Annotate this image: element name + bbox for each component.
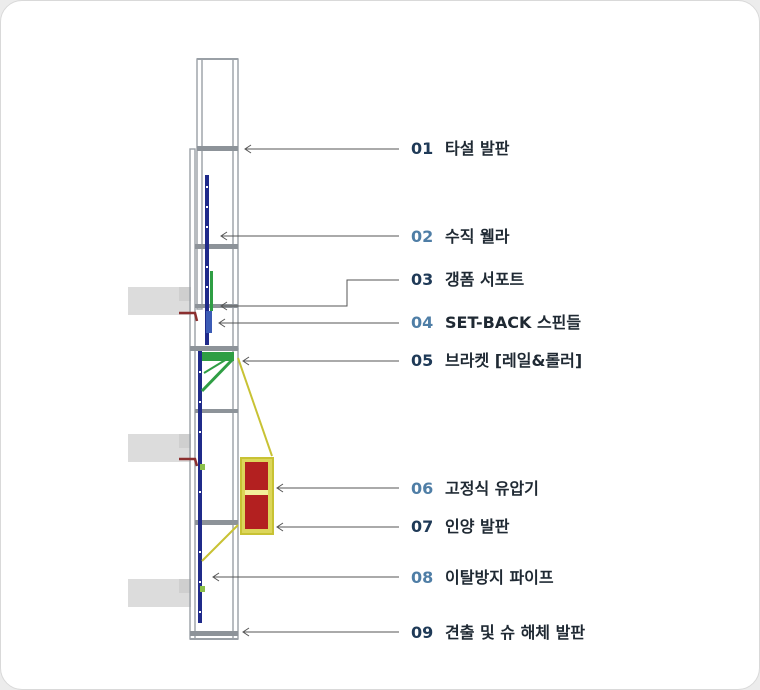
- wall-slab: [179, 287, 191, 301]
- label-number: 01: [411, 139, 434, 158]
- platform-01: [197, 146, 238, 151]
- anchor-shoe: [200, 464, 205, 470]
- bracket: [200, 352, 235, 393]
- label-07: 07 인양 발판: [411, 515, 509, 539]
- wall-slab: [179, 579, 191, 593]
- label-text: 이탈방지 파이프: [445, 568, 554, 587]
- label-09: 09 견출 및 슈 해체 발판: [411, 621, 585, 645]
- label-text: 견출 및 슈 해체 발판: [445, 623, 586, 642]
- rails: [198, 175, 209, 623]
- support-post: [210, 271, 213, 311]
- label-text: 고정식 유압기: [445, 479, 539, 498]
- leader-lines: [212, 144, 399, 637]
- bracket-strut: [200, 357, 235, 393]
- leader-08-arrow: [212, 572, 220, 582]
- bracket-strut-inner: [203, 358, 228, 374]
- leader-02-arrow: [220, 231, 228, 241]
- leader-07-arrow: [276, 522, 284, 532]
- leader-06-arrow: [276, 483, 284, 493]
- leader-09-arrow: [242, 627, 250, 637]
- platform-mid: [195, 409, 238, 413]
- hydraulic-cylinder: [245, 462, 268, 490]
- bracket-head: [202, 352, 234, 361]
- wall-anchor: [179, 457, 199, 467]
- label-number: 08: [411, 568, 434, 587]
- leader-04-arrow: [218, 318, 226, 328]
- label-number: 03: [411, 270, 434, 289]
- label-text: SET-BACK 스핀들: [445, 313, 582, 332]
- wall-anchors: [179, 311, 199, 467]
- label-number: 07: [411, 517, 434, 536]
- label-text: 갱폼 서포트: [445, 270, 525, 289]
- hydraulic-separator: [245, 490, 268, 495]
- platform-07: [195, 520, 238, 525]
- vertical-rail: [205, 175, 209, 345]
- label-number: 04: [411, 313, 434, 332]
- hydraulic-cylinder: [245, 495, 268, 529]
- leader-01-arrow: [244, 144, 252, 154]
- anchor-shoe: [200, 586, 205, 592]
- label-01: 01 타설 발판: [411, 137, 509, 161]
- wall-slabs: [128, 287, 191, 607]
- label-06: 06 고정식 유압기: [411, 477, 539, 501]
- label-text: 브라켓 [레일&롤러]: [445, 351, 583, 370]
- label-number: 05: [411, 351, 434, 370]
- rail-holes: [199, 186, 208, 613]
- wall-anchor: [179, 311, 199, 322]
- vertical-rail: [198, 351, 202, 623]
- leader-03-arrow: [220, 301, 228, 311]
- platform-05: [190, 346, 238, 351]
- label-03: 03 갱폼 서포트: [411, 268, 524, 292]
- anchor-shoes: [200, 464, 205, 592]
- leader-05-arrow: [242, 356, 250, 366]
- hydraulic-unit: [201, 357, 274, 562]
- support-arm: [237, 357, 273, 457]
- label-number: 09: [411, 623, 434, 642]
- label-05: 05 브라켓 [레일&롤러]: [411, 349, 582, 373]
- platform-09: [190, 631, 238, 636]
- label-number: 06: [411, 479, 434, 498]
- frame-lower-left-column: [189, 148, 196, 640]
- frame-lower-right-column: [232, 348, 239, 640]
- label-08: 08 이탈방지 파이프: [411, 566, 554, 590]
- label-number: 02: [411, 227, 434, 246]
- label-text: 타설 발판: [445, 139, 510, 158]
- label-04: 04 SET-BACK 스핀들: [411, 311, 581, 335]
- set-back-spindle: [206, 311, 212, 333]
- frame-upper-left-column: [196, 58, 203, 310]
- gangform-support: [206, 271, 213, 333]
- platform-03: [195, 304, 238, 308]
- platform-02: [195, 244, 238, 249]
- wall-slab: [179, 434, 191, 448]
- label-02: 02 수직 웰라: [411, 225, 509, 249]
- label-text: 수직 웰라: [445, 227, 510, 246]
- leader-03: [221, 279, 399, 307]
- label-text: 인양 발판: [445, 517, 510, 536]
- support-arm-lower: [201, 524, 239, 562]
- platforms: [190, 146, 238, 636]
